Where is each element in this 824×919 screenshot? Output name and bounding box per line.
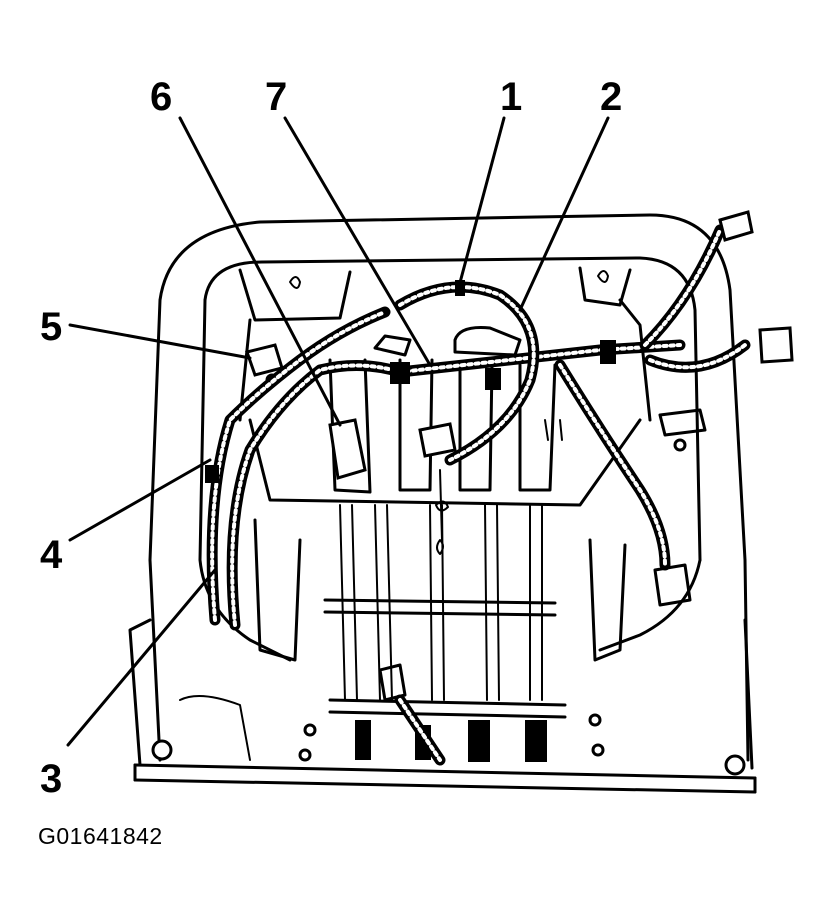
leader-line-7 <box>283 116 432 367</box>
side-brackets <box>253 373 707 762</box>
leader-line-2 <box>518 116 610 312</box>
callout-7: 7 <box>265 75 287 119</box>
callout-4: 4 <box>40 533 63 577</box>
leader-line-3 <box>66 568 217 747</box>
leader-lines <box>66 116 610 747</box>
leader-line-5 <box>68 323 252 360</box>
callout-3: 3 <box>40 757 62 801</box>
seat-frame <box>128 213 757 794</box>
leader-line-4 <box>68 458 212 542</box>
callout-5: 5 <box>40 305 62 349</box>
callout-1: 1 <box>500 75 522 119</box>
seat-springs <box>323 504 567 762</box>
wiring-harness <box>205 224 751 766</box>
leader-line-6 <box>178 116 342 427</box>
figure-id: G01641842 <box>38 823 163 849</box>
leader-line-1 <box>456 116 506 292</box>
callout-labels: 1 2 3 4 5 6 7 <box>40 75 622 801</box>
callout-2: 2 <box>600 75 622 119</box>
connectors <box>245 210 794 555</box>
callout-6: 6 <box>150 75 172 119</box>
